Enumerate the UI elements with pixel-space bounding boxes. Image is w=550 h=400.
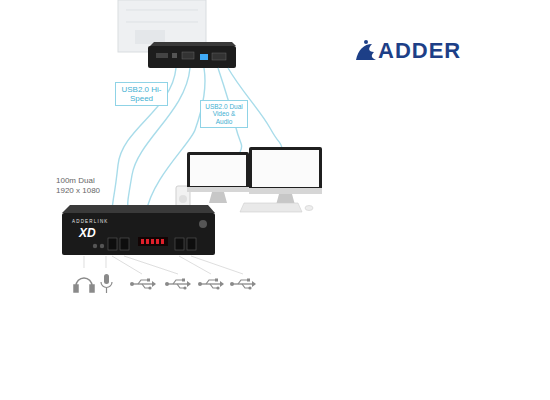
transmitter-unit-part xyxy=(150,42,236,46)
transmitter-unit-part xyxy=(200,54,208,60)
receiver-unit-part xyxy=(156,239,159,244)
usb-icons-part xyxy=(130,279,156,290)
callout-text: USB2.0 Hi-Speed xyxy=(119,85,164,103)
keyboard-mouse xyxy=(240,203,313,212)
port-leader-lines-part xyxy=(179,256,211,274)
microphone-icon-part xyxy=(101,282,112,288)
headphones-icon xyxy=(74,278,94,292)
monitors xyxy=(187,147,322,205)
microphone-icon-part xyxy=(106,288,107,293)
port-leader-lines xyxy=(84,256,243,274)
transmitter-unit-part xyxy=(172,53,177,58)
receiver-unit-part xyxy=(138,237,168,246)
monitors-part xyxy=(209,192,227,203)
receiver-unit-part xyxy=(175,238,184,250)
cable-callout-box: USB2.0 Hi-Speed xyxy=(115,82,168,106)
receiver-unit xyxy=(62,205,215,255)
adder-dragon-icon xyxy=(356,40,376,60)
usb-icons-part xyxy=(230,279,256,290)
monitors-part xyxy=(249,147,322,194)
receiver-unit-part xyxy=(141,239,164,244)
port-leader-lines-part xyxy=(124,256,178,274)
desk-speaker-part xyxy=(179,195,187,203)
receiver-unit-part xyxy=(151,239,154,244)
receiver-unit-part xyxy=(199,220,207,228)
receiver-unit-part xyxy=(93,244,97,248)
port-leader-lines-part xyxy=(191,256,243,274)
receiver-unit-part xyxy=(62,213,215,255)
port-leader-lines-part xyxy=(84,256,85,268)
receiver-unit-part xyxy=(141,239,144,244)
receiver-unit-part xyxy=(161,239,164,244)
usb-icons-part xyxy=(165,279,191,290)
monitors-part xyxy=(249,188,322,194)
cable-callout-box: USB2.0 Dual Video & Audio xyxy=(200,100,248,128)
microphone-icon xyxy=(101,274,112,293)
transmitter-unit-part xyxy=(182,52,194,59)
receiver-unit-part xyxy=(187,238,196,250)
receiver-unit-part xyxy=(146,239,149,244)
callout-text: USB2.0 Dual Video & Audio xyxy=(204,103,244,125)
monitors-part xyxy=(187,187,249,192)
headphones-icon-part xyxy=(90,285,94,292)
computer-tower-part xyxy=(126,22,198,23)
adder-dragon-icon-part xyxy=(364,40,368,44)
adder-dragon-icon-part xyxy=(356,44,376,60)
transmitter-unit-part xyxy=(212,53,226,60)
keyboard-mouse-part xyxy=(240,203,302,212)
product-name: ADDERLINK xyxy=(72,219,132,224)
usb-icons xyxy=(130,279,256,290)
receiver-unit-part xyxy=(108,238,117,250)
headphones-icon-part xyxy=(74,285,78,292)
receiver-unit-part xyxy=(100,244,104,248)
keyboard-mouse-part xyxy=(305,206,313,211)
brand-logo: ADDER xyxy=(378,38,488,64)
monitors-part xyxy=(190,155,246,186)
port-leader-lines-part xyxy=(106,256,107,268)
spec-note: 100m Dual 1920 x 1080 xyxy=(56,176,110,195)
product-logo: XD xyxy=(79,226,109,240)
port-leader-lines-part xyxy=(112,256,142,274)
cables-part xyxy=(112,68,176,213)
receiver-unit-part xyxy=(120,238,129,250)
usb-icons-part xyxy=(198,279,224,290)
transmitter-unit xyxy=(148,42,236,68)
transmitter-unit-part xyxy=(148,46,236,68)
computer-tower-part xyxy=(126,10,198,11)
computer-tower-part xyxy=(135,30,165,44)
receiver-unit-part xyxy=(62,205,215,213)
monitors-part xyxy=(187,152,249,192)
microphone-icon-part xyxy=(104,274,109,284)
monitors-part xyxy=(252,150,319,187)
transmitter-unit-part xyxy=(156,53,168,58)
